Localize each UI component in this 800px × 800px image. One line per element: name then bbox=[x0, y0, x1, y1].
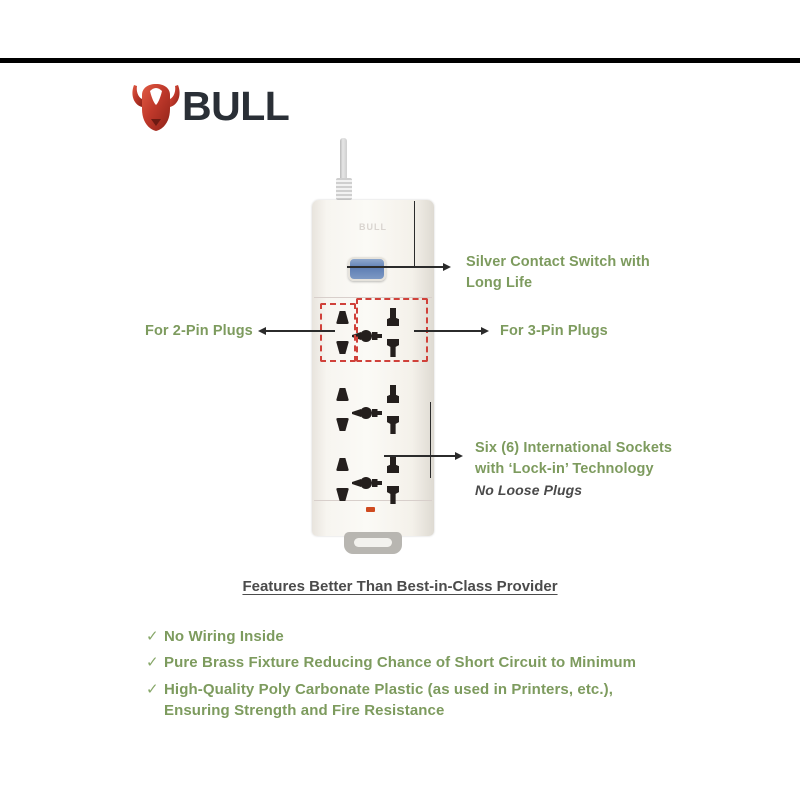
callout-two-pin: For 2-Pin Plugs bbox=[145, 323, 253, 339]
brand-name: BULL bbox=[182, 82, 290, 129]
socket-slot-right-top bbox=[387, 308, 399, 326]
panel-seam-top bbox=[314, 297, 432, 298]
socket-slot-center-left bbox=[352, 409, 361, 417]
arrow-head-three-pin bbox=[481, 327, 489, 335]
socket-slot-left-bottom bbox=[336, 341, 349, 354]
leader-line-switch-vertical bbox=[414, 201, 415, 267]
power-cable bbox=[340, 138, 347, 202]
power-indicator-light bbox=[366, 507, 375, 512]
check-icon: ✓ bbox=[146, 654, 159, 672]
arrow-head-sockets bbox=[455, 452, 463, 460]
leader-line-sockets-vertical bbox=[430, 402, 431, 478]
bull-head-icon bbox=[132, 84, 180, 131]
hanger-hole bbox=[354, 538, 392, 547]
top-divider-rule bbox=[0, 58, 800, 63]
socket-slot-center bbox=[360, 330, 372, 342]
leader-line-three-pin bbox=[414, 330, 482, 332]
cable-strain-relief bbox=[336, 178, 352, 200]
callout-switch: Silver Contact Switch with Long Life bbox=[466, 254, 650, 292]
callout-sockets-sub: No Loose Plugs bbox=[475, 482, 583, 499]
socket-slot-left-top bbox=[336, 458, 349, 471]
feature-text: No Wiring Inside bbox=[164, 628, 284, 645]
socket-slot-left-top bbox=[336, 388, 349, 401]
check-icon: ✓ bbox=[146, 680, 159, 698]
socket-slot-center bbox=[360, 477, 372, 489]
power-switch[interactable] bbox=[348, 257, 386, 281]
socket-slot-right-bottom bbox=[387, 486, 399, 504]
socket-outlet-3 bbox=[324, 450, 422, 512]
socket-slot-left-top bbox=[336, 311, 349, 324]
socket-slot-left-bottom bbox=[336, 488, 349, 501]
socket-slot-center bbox=[360, 407, 372, 419]
feature-item: ✓ No Wiring Inside bbox=[146, 626, 666, 647]
socket-slot-right-bottom bbox=[387, 416, 399, 434]
wall-mount-hanger bbox=[344, 532, 402, 554]
socket-slot-right-top bbox=[387, 385, 399, 403]
leader-line-switch bbox=[347, 266, 444, 268]
feature-item: ✓ High-Quality Poly Carbonate Plastic (a… bbox=[146, 679, 666, 722]
device-body: BULL bbox=[312, 200, 434, 536]
callout-sockets-main: Six (6) International Sockets with ‘Lock… bbox=[475, 440, 673, 478]
arrow-head-two-pin bbox=[258, 327, 266, 335]
features-heading: Features Better Than Best-in-Class Provi… bbox=[242, 578, 558, 595]
features-list: ✓ No Wiring Inside ✓ Pure Brass Fixture … bbox=[146, 626, 666, 726]
panel-seam-bottom bbox=[314, 500, 432, 501]
socket-slot-left-bottom bbox=[336, 418, 349, 431]
callout-sockets: Six (6) International Sockets with ‘Lock… bbox=[475, 438, 675, 500]
socket-slot-right-top bbox=[387, 455, 399, 473]
socket-slot-center-right bbox=[372, 409, 382, 417]
leader-line-two-pin bbox=[265, 330, 335, 332]
callout-three-pin: For 3-Pin Plugs bbox=[500, 323, 608, 339]
feature-text: High-Quality Poly Carbonate Plastic (as … bbox=[164, 680, 614, 719]
brand-logo: BULL bbox=[128, 78, 290, 134]
socket-slot-center-right bbox=[372, 332, 382, 340]
socket-outlet-2 bbox=[324, 380, 422, 442]
highlight-box-two-pin bbox=[320, 303, 356, 362]
socket-slot-center-right bbox=[372, 479, 382, 487]
feature-item: ✓ Pure Brass Fixture Reducing Chance of … bbox=[146, 652, 666, 673]
device-emboss-logo: BULL bbox=[359, 222, 387, 232]
arrow-head-switch bbox=[443, 263, 451, 271]
power-strip-device: BULL bbox=[312, 138, 434, 554]
leader-line-sockets bbox=[384, 455, 456, 457]
check-icon: ✓ bbox=[146, 628, 159, 645]
socket-slot-center-left bbox=[352, 479, 361, 487]
feature-text: Pure Brass Fixture Reducing Chance of Sh… bbox=[164, 654, 637, 672]
